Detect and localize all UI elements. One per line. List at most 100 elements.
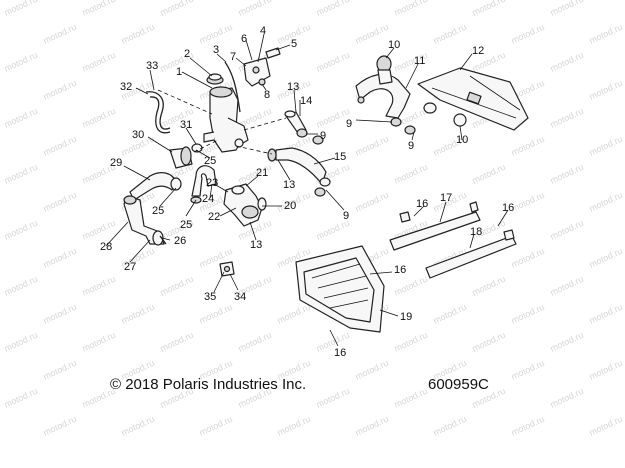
watermark-text: motod.ru bbox=[42, 134, 78, 158]
callout-33: 33 bbox=[146, 60, 158, 72]
watermark-text: motod.ru bbox=[42, 414, 78, 438]
cap bbox=[206, 73, 224, 85]
radiator bbox=[295, 245, 385, 333]
watermark-text: motod.ru bbox=[471, 274, 507, 298]
hose-14 bbox=[284, 110, 308, 138]
callout-20: 20 bbox=[284, 200, 296, 212]
callout-27: 27 bbox=[124, 261, 136, 273]
watermark-text: motod.ru bbox=[354, 190, 390, 214]
callout-16-d: 16 bbox=[334, 347, 346, 359]
watermark-text: motod.ru bbox=[393, 386, 429, 410]
callout-25-a: 25 bbox=[204, 155, 216, 167]
seal-18 bbox=[425, 229, 517, 279]
callout-13-a: 13 bbox=[287, 81, 299, 93]
callout-29: 29 bbox=[110, 157, 122, 169]
watermark-text: motod.ru bbox=[432, 302, 468, 326]
watermark-text: motod.ru bbox=[3, 218, 39, 242]
bracket bbox=[243, 47, 281, 87]
watermark-text: motod.ru bbox=[393, 330, 429, 354]
watermark-text: motod.ru bbox=[159, 274, 195, 298]
watermark-text: motod.ru bbox=[198, 302, 234, 326]
callout-10-a: 10 bbox=[388, 39, 400, 51]
watermark-text: motod.ru bbox=[354, 22, 390, 46]
watermark-text: motod.ru bbox=[120, 22, 156, 46]
watermark-text: motod.ru bbox=[3, 386, 39, 410]
bleed-hose bbox=[145, 91, 171, 134]
callout-9-a: 9 bbox=[346, 118, 352, 130]
watermark-text: motod.ru bbox=[354, 134, 390, 158]
callout-19: 19 bbox=[400, 311, 412, 323]
callout-28: 28 bbox=[100, 241, 112, 253]
callout-7: 7 bbox=[230, 51, 236, 63]
callout-15: 15 bbox=[334, 151, 346, 163]
watermark-text: motod.ru bbox=[237, 0, 273, 18]
radiator-pipe bbox=[355, 55, 467, 127]
watermark-text: motod.ru bbox=[120, 414, 156, 438]
watermark-text: motod.ru bbox=[42, 246, 78, 270]
watermark-text: motod.ru bbox=[3, 0, 39, 18]
callout-13-b: 13 bbox=[283, 179, 295, 191]
watermark-text: motod.ru bbox=[510, 134, 546, 158]
callout-16-b: 16 bbox=[502, 202, 514, 214]
clip bbox=[219, 261, 235, 277]
watermark-text: motod.ru bbox=[3, 274, 39, 298]
callout-17: 17 bbox=[440, 192, 452, 204]
watermark-text: motod.ru bbox=[588, 78, 624, 102]
tee-fitting bbox=[223, 183, 267, 227]
watermark-text: motod.ru bbox=[198, 22, 234, 46]
callout-21: 21 bbox=[256, 167, 268, 179]
watermark-text: motod.ru bbox=[549, 218, 585, 242]
watermark-text: motod.ru bbox=[81, 0, 117, 18]
watermark-text: motod.ru bbox=[159, 330, 195, 354]
callout-9-c: 9 bbox=[320, 130, 326, 142]
watermark-text: motod.ru bbox=[510, 246, 546, 270]
watermark-text: motod.ru bbox=[549, 0, 585, 18]
callout-30: 30 bbox=[132, 129, 144, 141]
watermark-text: motod.ru bbox=[588, 302, 624, 326]
callout-25-c: 25 bbox=[180, 219, 192, 231]
watermark-text: motod.ru bbox=[549, 162, 585, 186]
watermark-text: motod.ru bbox=[42, 78, 78, 102]
callout-10-b: 10 bbox=[456, 134, 468, 146]
watermark-text: motod.ru bbox=[276, 414, 312, 438]
watermark-text: motod.ru bbox=[471, 330, 507, 354]
callout-34: 34 bbox=[234, 291, 246, 303]
callout-9-d: 9 bbox=[343, 210, 349, 222]
watermark-text: motod.ru bbox=[393, 0, 429, 18]
callout-1: 1 bbox=[176, 66, 182, 78]
callout-32: 32 bbox=[120, 81, 132, 93]
callout-16-c: 16 bbox=[394, 264, 406, 276]
assembly-lines bbox=[157, 89, 287, 155]
callout-23: 23 bbox=[206, 177, 218, 189]
watermark-text: motod.ru bbox=[3, 50, 39, 74]
callout-11: 11 bbox=[414, 55, 425, 67]
watermark-text: motod.ru bbox=[198, 414, 234, 438]
watermark-text: motod.ru bbox=[432, 414, 468, 438]
watermark-text: motod.ru bbox=[549, 386, 585, 410]
callouts: 1 2 3 4 5 6 7 8 9 9 9 9 10 10 11 12 13 1… bbox=[100, 25, 514, 359]
watermark-text: motod.ru bbox=[42, 190, 78, 214]
seal-17 bbox=[389, 201, 481, 251]
fitting bbox=[169, 143, 203, 169]
watermark-text: motod.ru bbox=[588, 22, 624, 46]
callout-22: 22 bbox=[208, 211, 220, 223]
callout-12: 12 bbox=[472, 45, 484, 57]
watermark-text: motod.ru bbox=[276, 302, 312, 326]
watermark-text: motod.ru bbox=[393, 274, 429, 298]
callout-31: 31 bbox=[180, 119, 192, 131]
watermark-text: motod.ru bbox=[549, 330, 585, 354]
vent-tube bbox=[224, 61, 241, 113]
callout-3: 3 bbox=[213, 44, 219, 56]
watermark-text: motod.ru bbox=[588, 190, 624, 214]
callout-26: 26 bbox=[174, 235, 186, 247]
watermark-text: motod.ru bbox=[3, 106, 39, 130]
watermark-text: motod.ru bbox=[237, 330, 273, 354]
watermark-text: motod.ru bbox=[315, 386, 351, 410]
callout-25-b: 25 bbox=[152, 205, 164, 217]
watermark-text: motod.ru bbox=[81, 330, 117, 354]
watermark-text: motod.ru bbox=[159, 0, 195, 18]
watermark-text: motod.ru bbox=[42, 22, 78, 46]
callout-9-b: 9 bbox=[408, 140, 414, 152]
watermark-text: motod.ru bbox=[42, 358, 78, 382]
